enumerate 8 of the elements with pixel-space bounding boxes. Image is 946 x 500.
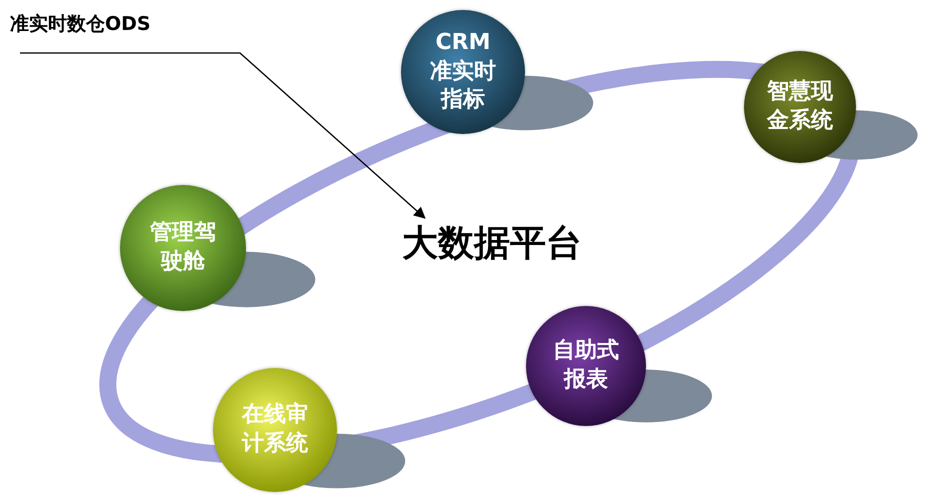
sphere-label: 智慧现金系统 [766, 78, 834, 135]
center-title: 大数据平台 [402, 222, 582, 266]
callout-text: 准实时数仓ODS [10, 12, 151, 37]
sphere-label: 管理驾驶舱 [149, 219, 217, 276]
sphere-label: 在线审计系统 [240, 401, 309, 458]
arrow [20, 52, 426, 219]
sphere-label: CRM准实时指标 [429, 29, 497, 114]
sphere-label: 自助式报表 [552, 337, 620, 394]
